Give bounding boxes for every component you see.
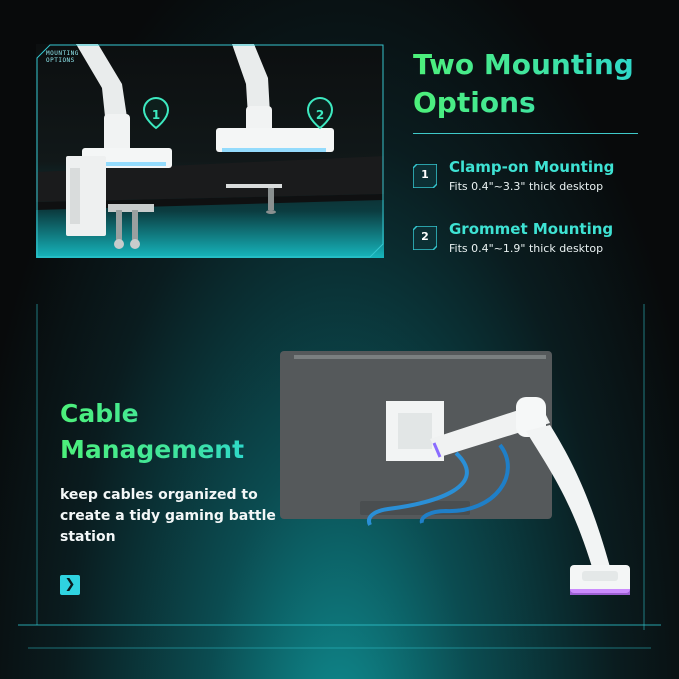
mounting-illustration bbox=[36, 44, 384, 249]
cable-title-line1: Cable bbox=[60, 399, 139, 428]
mounting-title: Two Mounting Options bbox=[413, 46, 634, 122]
chevron-right-icon: ❯ bbox=[64, 577, 76, 592]
option-desc-grommet: Fits 0.4"~1.9" thick desktop bbox=[449, 242, 604, 255]
option-name-clamp: Clamp-on Mounting bbox=[449, 158, 615, 176]
pin-number-1: 1 bbox=[151, 108, 161, 122]
option-desc-clamp: Fits 0.4"~3.3" thick desktop bbox=[449, 180, 604, 193]
number-badge-2: 2 bbox=[412, 225, 438, 251]
cable-description: keep cables organized to create a tidy g… bbox=[60, 487, 276, 545]
badge-number-2: 2 bbox=[421, 230, 429, 243]
cable-title-line2: Management bbox=[60, 435, 245, 464]
pin-label-2: 2 bbox=[308, 102, 332, 132]
mounting-title-line2: Options bbox=[413, 86, 536, 119]
mounting-title-line1: Two Mounting bbox=[413, 48, 634, 81]
arm-lower bbox=[526, 425, 610, 567]
title-divider bbox=[413, 133, 638, 134]
next-button[interactable]: ❯ bbox=[60, 575, 80, 595]
option-name-grommet: Grommet Mounting bbox=[449, 220, 614, 238]
number-badge-1: 1 bbox=[412, 163, 438, 189]
pin-label-1: 1 bbox=[144, 102, 168, 132]
badge-number-1: 1 bbox=[421, 168, 429, 181]
arm-left bbox=[76, 44, 128, 126]
pin-number-2: 2 bbox=[315, 108, 325, 122]
mounting-tag-line2: OPTIONS bbox=[46, 57, 75, 64]
mounting-photo-panel: 1 2 MOUNTING OPTIONS bbox=[36, 44, 384, 258]
mounting-tag: MOUNTING OPTIONS bbox=[46, 50, 79, 64]
arm-right bbox=[232, 44, 270, 116]
mounting-tag-line1: MOUNTING bbox=[46, 50, 79, 57]
monitor-illustration bbox=[280, 351, 630, 595]
cable-title: Cable Management bbox=[60, 396, 244, 468]
